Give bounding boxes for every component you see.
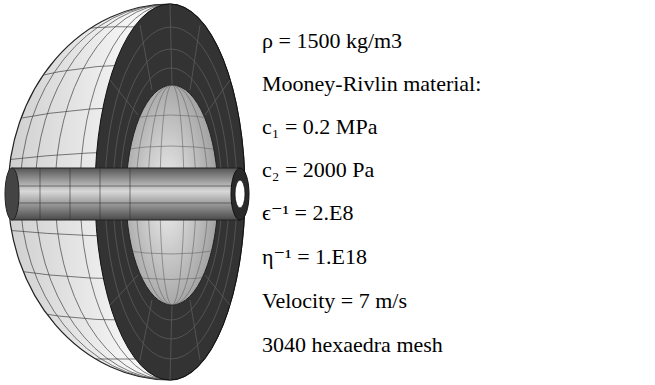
material-parameter: η⁻¹ = 1.E18 (262, 244, 367, 270)
material-parameter: ρ = 1500 kg/m3 (262, 28, 402, 54)
material-parameter: c₂ = 2000 Pa (262, 157, 374, 183)
material-parameter: Mooney-Rivlin material: (262, 71, 481, 97)
material-parameter: ϵ⁻¹ = 2.E8 (262, 200, 353, 226)
material-parameter: 3040 hexaedra mesh (262, 332, 443, 358)
material-parameter: Velocity = 7 m/s (262, 288, 407, 314)
material-parameter: c₁ = 0.2 MPa (262, 114, 377, 140)
